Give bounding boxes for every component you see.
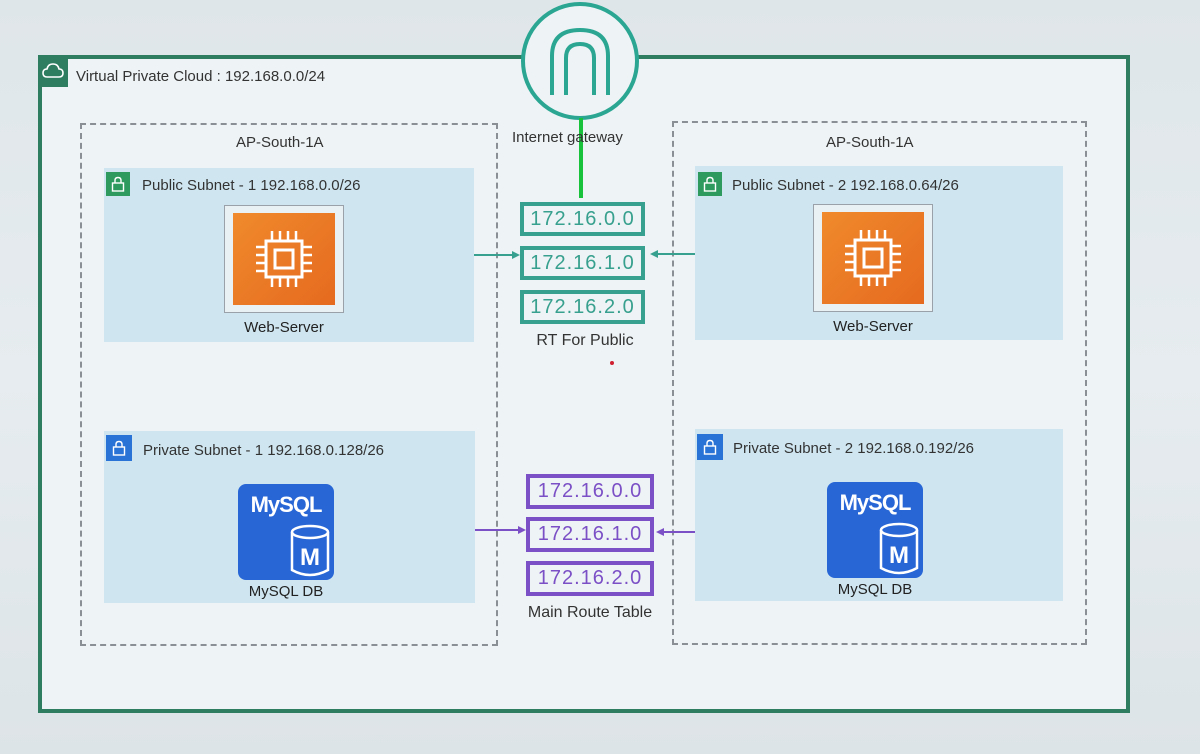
- internet-gateway-icon: [521, 2, 639, 120]
- main-route-entry: 172.16.0.0: [526, 474, 654, 509]
- mysql-icon-letter: M: [300, 544, 320, 571]
- vpc-container: [38, 55, 1130, 713]
- mysql-icon-title: MySQL: [839, 490, 912, 515]
- az-left-label: AP-South-1A: [236, 134, 324, 151]
- mysql-icon: MySQL M: [827, 482, 923, 578]
- lock-icon: [106, 435, 132, 461]
- vpc-label: Virtual Private Cloud : 192.168.0.0/24: [76, 68, 326, 85]
- lock-icon: [106, 172, 130, 196]
- ec2-icon: [822, 212, 924, 304]
- ec2-instance-frame: [224, 205, 344, 313]
- private-subnet-2-label: Private Subnet - 2 192.168.0.192/26: [733, 440, 975, 457]
- mysql-icon-letter: M: [889, 542, 909, 569]
- mysql-icon: MySQL M: [238, 484, 334, 580]
- public-route-entry: 172.16.2.0: [520, 290, 645, 324]
- rt-public-label: RT For Public: [536, 332, 634, 349]
- ec2-icon: [233, 213, 335, 305]
- web-server-label: Web-Server: [244, 319, 324, 336]
- public-subnet-1-label: Public Subnet - 1 192.168.0.0/26: [142, 177, 361, 194]
- main-route-entry: 172.16.1.0: [526, 517, 654, 552]
- mysql-db-label: MySQL DB: [837, 581, 913, 598]
- main-route-table-label: Main Route Table: [527, 604, 653, 621]
- lock-icon: [697, 434, 723, 460]
- internet-gateway-label: Internet gateway: [512, 129, 623, 146]
- lock-icon: [698, 172, 722, 196]
- mysql-db-label: MySQL DB: [248, 583, 324, 600]
- az-right-label: AP-South-1A: [826, 134, 914, 151]
- mysql-icon-title: MySQL: [250, 492, 323, 517]
- web-server-label: Web-Server: [833, 318, 913, 335]
- availability-zone-right: [672, 121, 1087, 645]
- private-subnet-1-label: Private Subnet - 1 192.168.0.128/26: [143, 442, 385, 459]
- main-route-entry: 172.16.2.0: [526, 561, 654, 596]
- availability-zone-left: [80, 123, 498, 646]
- cloud-icon: [38, 55, 68, 87]
- ec2-instance-frame: [813, 204, 933, 312]
- public-route-entry: 172.16.1.0: [520, 246, 645, 280]
- public-subnet-2-label: Public Subnet - 2 192.168.0.64/26: [732, 177, 959, 194]
- public-route-entry: 172.16.0.0: [520, 202, 645, 236]
